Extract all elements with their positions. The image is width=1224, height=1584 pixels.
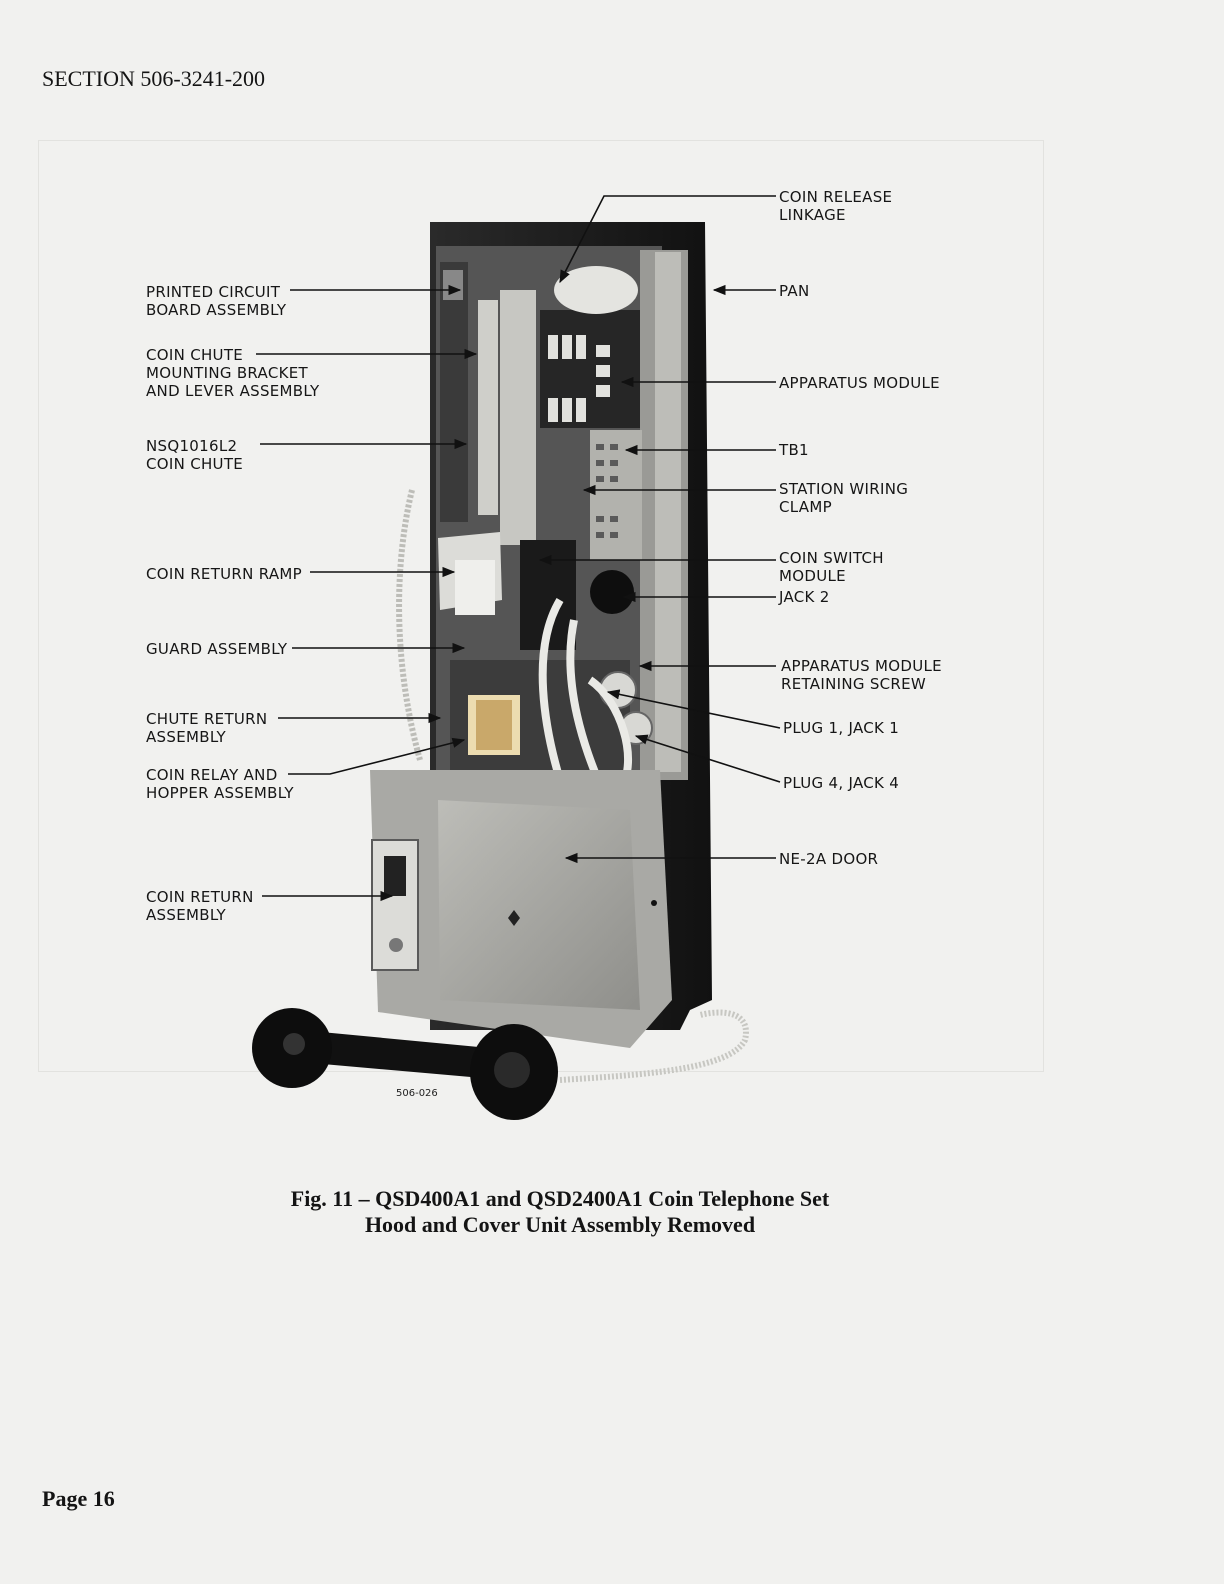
figure-caption: Fig. 11 – QSD400A1 and QSD2400A1 Coin Te… xyxy=(230,1186,890,1238)
label-coin-return-assembly: COIN RETURN ASSEMBLY xyxy=(146,888,254,924)
label-plug4-jack4: PLUG 4, JACK 4 xyxy=(783,774,900,792)
label-coin-switch-module: COIN SWITCH MODULE xyxy=(779,549,884,585)
label-nsq-coin-chute: NSQ1016L2 COIN CHUTE xyxy=(146,437,244,473)
label-apparatus-retaining-screw: APPARATUS MODULE RETAINING SCREW xyxy=(781,657,942,693)
caption-line-1: Fig. 11 – QSD400A1 and QSD2400A1 Coin Te… xyxy=(290,1186,830,1211)
label-station-wiring-clamp: STATION WIRING CLAMP xyxy=(779,480,909,516)
coin-vault-housing xyxy=(370,770,672,1048)
label-chute-return: CHUTE RETURN ASSEMBLY xyxy=(146,710,268,746)
label-pan: PAN xyxy=(779,282,810,300)
label-plug1-jack1: PLUG 1, JACK 1 xyxy=(783,719,900,737)
leader-lines xyxy=(256,195,781,902)
label-printed-circuit-board: PRINTED CIRCUIT BOARD ASSEMBLY xyxy=(146,283,287,319)
page-number: Page 16 xyxy=(42,1486,115,1511)
label-coin-release-linkage: COIN RELEASE LINKAGE xyxy=(779,188,893,224)
label-guard-assembly: GUARD ASSEMBLY xyxy=(146,640,288,658)
label-tb1: TB1 xyxy=(779,441,809,459)
label-jack2: JACK 2 xyxy=(779,588,830,606)
section-header: SECTION 506-3241-200 xyxy=(42,66,266,91)
label-apparatus-module: APPARATUS MODULE xyxy=(779,374,940,392)
label-coin-return-ramp: COIN RETURN RAMP xyxy=(146,565,303,583)
caption-line-2: Hood and Cover Unit Assembly Removed xyxy=(364,1212,756,1237)
label-ne2a-door: NE-2A DOOR xyxy=(779,850,879,868)
handset xyxy=(252,1008,749,1120)
label-coin-relay-hopper: COIN RELAY AND HOPPER ASSEMBLY xyxy=(146,766,294,802)
label-coin-chute-mounting: COIN CHUTE MOUNTING BRACKET AND LEVER AS… xyxy=(146,346,320,400)
photo-code: 506-026 xyxy=(396,1088,438,1099)
